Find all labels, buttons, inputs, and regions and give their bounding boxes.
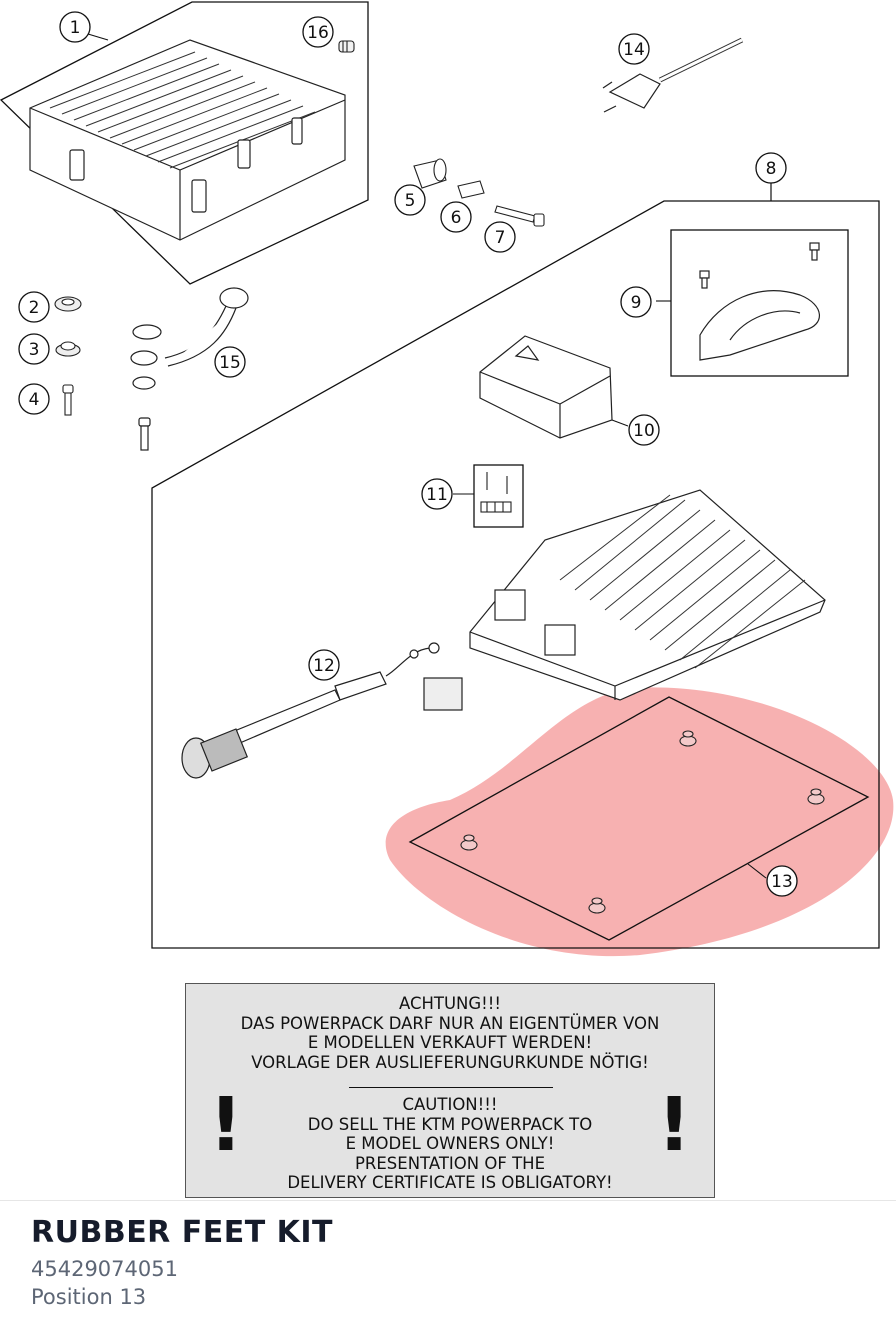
callout-circle (766, 865, 798, 897)
handle-group-box (670, 229, 849, 377)
exclamation-icon: ! (657, 1082, 691, 1168)
callout-circle (440, 201, 472, 233)
callout-label: 16 (307, 23, 329, 43)
callout-6[interactable]: 6 (440, 201, 472, 233)
terminal-kit-box (473, 464, 524, 528)
callout-label: 4 (29, 390, 40, 410)
power-plug-14-icon (602, 37, 744, 113)
warning-en-line-1: CAUTION!!! (402, 1095, 498, 1114)
callout-13[interactable]: 13 (766, 865, 798, 897)
part-name: RUBBER FEET KIT (31, 1215, 333, 1250)
terminal-11-icon (480, 472, 512, 513)
bushing-16-icon (338, 40, 355, 53)
callout-1[interactable]: 1 (59, 11, 91, 43)
callout-label: 14 (623, 40, 645, 60)
callout-14[interactable]: 14 (618, 33, 650, 65)
warning-divider (349, 1087, 553, 1088)
warning-de-line-2: DAS POWERPACK DARF NUR AN EIGENTÜMER VON (240, 1013, 660, 1033)
callout-circle (302, 16, 334, 48)
grommet-2-icon (54, 296, 82, 312)
callout-label: 12 (313, 656, 335, 676)
case-outline (0, 1, 369, 285)
callout-circle (59, 11, 91, 43)
callout-circle (620, 286, 652, 318)
callout-12[interactable]: 12 (308, 649, 340, 681)
grommet-3-icon (55, 341, 81, 357)
callout-circle (308, 649, 340, 681)
callout-label: 15 (219, 353, 241, 373)
warning-german: ACHTUNG!!! DAS POWERPACK DARF NUR AN EIG… (186, 994, 714, 1072)
callout-label: 1 (70, 18, 81, 38)
callout-11[interactable]: 11 (421, 478, 453, 510)
part-position: Position 13 (31, 1285, 147, 1309)
part-number: 45429074051 (31, 1257, 178, 1281)
callout-circle (618, 33, 650, 65)
warning-notice: ACHTUNG!!! DAS POWERPACK DARF NUR AN EIG… (185, 983, 715, 1198)
callout-label: 5 (405, 191, 416, 211)
callout-label: 3 (29, 340, 40, 360)
exclamation-icon: ! (209, 1082, 243, 1168)
rubber-feet-plate (408, 696, 870, 941)
callout-8[interactable]: 8 (755, 152, 787, 184)
callout-15[interactable]: 15 (214, 346, 246, 378)
callout-circle (214, 346, 246, 378)
callout-circle (421, 478, 453, 510)
warning-de-line-3: E MODELLEN VERKAUFT WERDEN! (307, 1033, 593, 1052)
warning-en-line-2: DO SELL THE KTM POWERPACK TO (307, 1114, 593, 1134)
callout-circle (628, 414, 660, 446)
callout-5[interactable]: 5 (394, 184, 426, 216)
callout-10[interactable]: 10 (628, 414, 660, 446)
cover-10-icon (479, 335, 613, 439)
callout-3[interactable]: 3 (18, 333, 50, 365)
warning-en-line-3: E MODEL OWNERS ONLY! (345, 1134, 555, 1153)
callout-circle (18, 333, 50, 365)
battery-case-icon (29, 39, 346, 241)
callout-7[interactable]: 7 (484, 221, 516, 253)
spacer-6-icon (457, 180, 485, 199)
callout-label: 2 (29, 298, 40, 318)
warning-en-line-4: PRESENTATION OF THE (354, 1153, 546, 1173)
cable-12-icon (181, 642, 463, 779)
cap-15-icon (130, 287, 249, 451)
callout-label: 6 (451, 208, 462, 228)
screw-4-icon (62, 384, 74, 416)
callout-circle (18, 383, 50, 415)
handle-9-icon (699, 242, 820, 361)
callout-circle (755, 152, 787, 184)
warning-de-line-4: VORLAGE DER AUSLIEFERUNGURKUNDE NÖTIG! (251, 1052, 649, 1072)
callout-label: 10 (633, 421, 655, 441)
callout-circle (394, 184, 426, 216)
warning-en-line-5: DELIVERY CERTIFICATE IS OBLIGATORY! (287, 1173, 613, 1192)
part-info-panel: RUBBER FEET KIT 45429074051 Position 13 (0, 1200, 896, 1336)
sleeve-5-icon (413, 158, 447, 189)
callout-circle (18, 291, 50, 323)
callout-label: 13 (771, 872, 793, 892)
callout-label: 11 (426, 485, 448, 505)
callout-2[interactable]: 2 (18, 291, 50, 323)
callout-label: 7 (495, 228, 506, 248)
callout-label: 8 (766, 159, 777, 179)
callout-4[interactable]: 4 (18, 383, 50, 415)
callout-circle (484, 221, 516, 253)
bolt-7-icon (494, 205, 545, 227)
warning-de-line-1: ACHTUNG!!! (398, 994, 502, 1013)
position-13-highlight (385, 687, 894, 957)
callout-9[interactable]: 9 (620, 286, 652, 318)
callout-16[interactable]: 16 (302, 16, 334, 48)
powerpack-unit-icon (469, 489, 826, 701)
rubber-foot-icon (460, 730, 825, 914)
warning-english: CAUTION!!! DO SELL THE KTM POWERPACK TO … (186, 1095, 714, 1193)
callout-label: 9 (631, 293, 642, 313)
